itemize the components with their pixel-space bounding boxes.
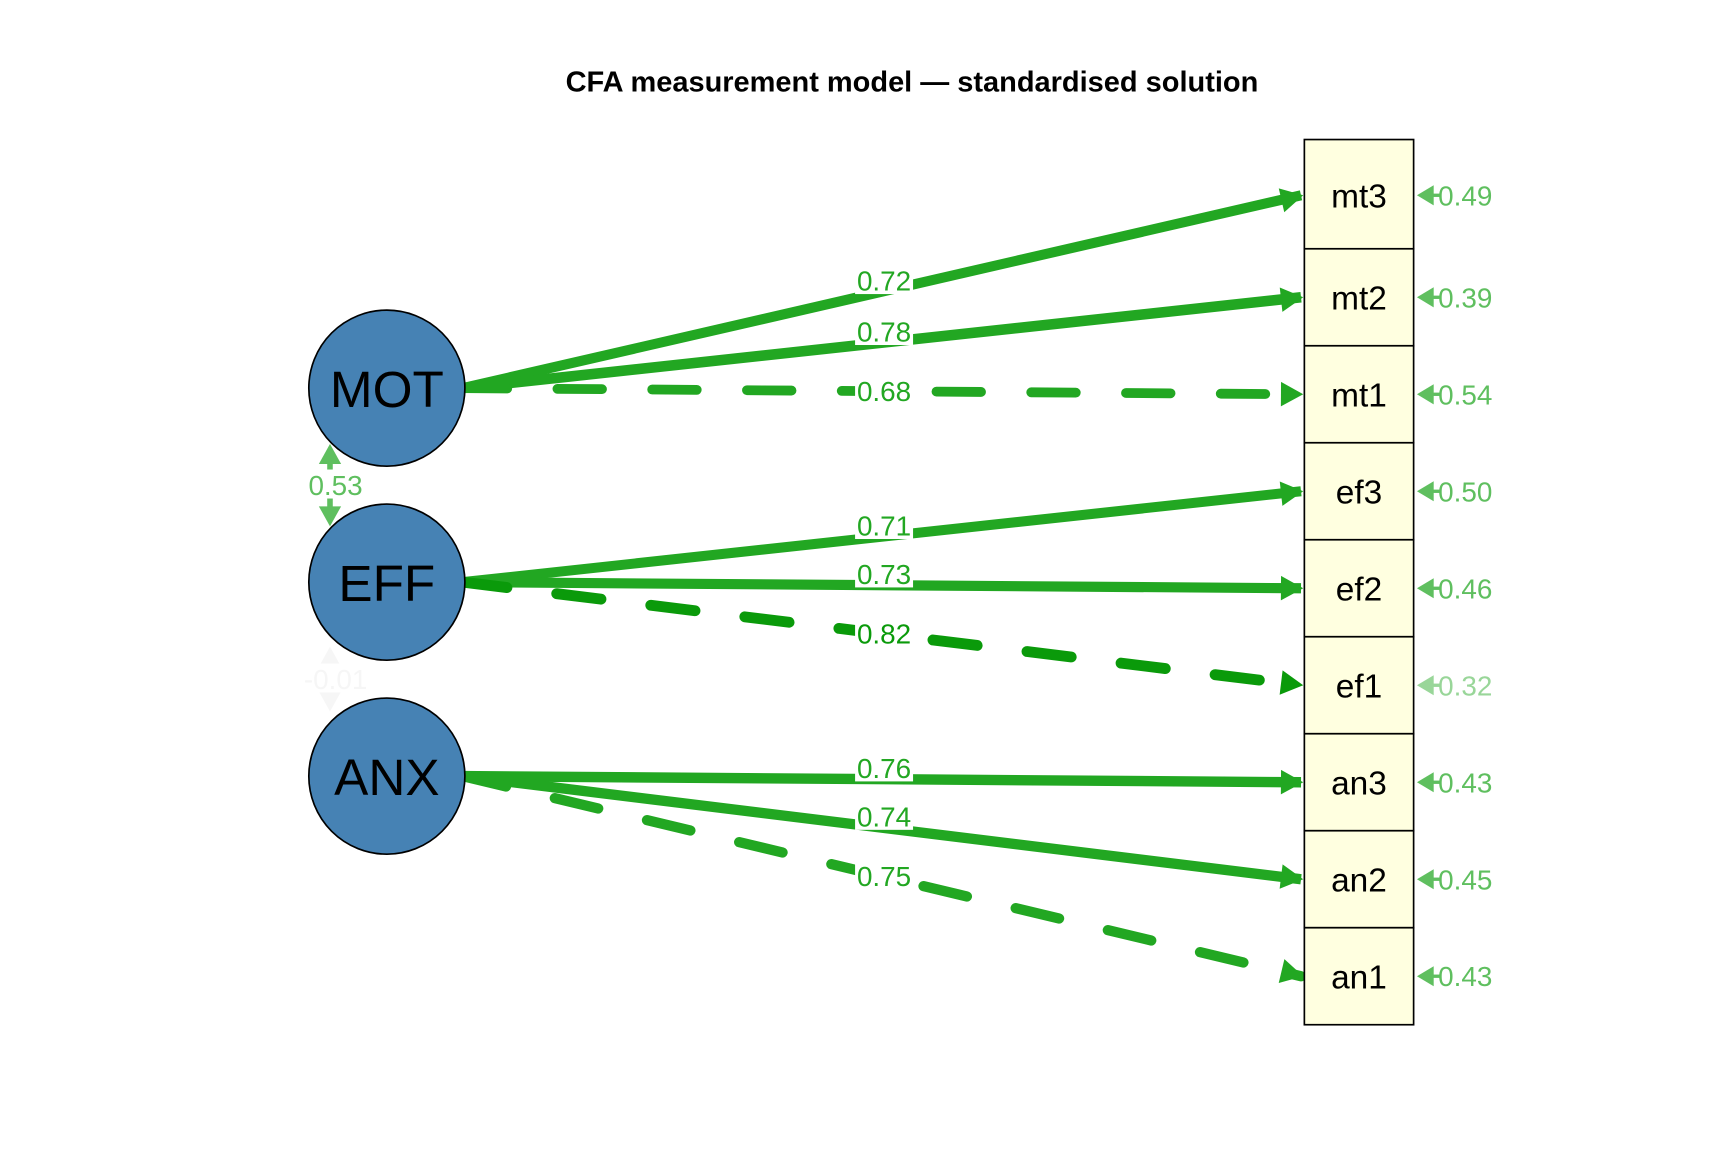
- indicator-box-ef2: [1303, 538, 1415, 638]
- loading-label: 0.78: [857, 317, 911, 348]
- covariance-label-bg: [305, 663, 366, 693]
- residual-label: 0.54: [1438, 379, 1492, 410]
- loading-label: 0.74: [857, 801, 911, 832]
- indicator-label: mt3: [1331, 179, 1387, 216]
- arrowhead-icon: [1278, 959, 1304, 983]
- indicator-box-ef1: [1303, 635, 1415, 735]
- diagram-title: CFA measurement model — standardised sol…: [566, 67, 1259, 99]
- residual-label: 0.32: [1438, 670, 1492, 701]
- covariance-label: 0.53: [308, 470, 362, 501]
- arrowhead-up-icon: [318, 646, 342, 667]
- indicator-label: an3: [1331, 766, 1387, 803]
- residual-arrow-icon: [1416, 578, 1434, 599]
- residual-label: 0.43: [1438, 961, 1492, 992]
- arrowhead-down-icon: [318, 506, 342, 527]
- latent-label: ANX: [334, 749, 439, 806]
- residual-label: 0.45: [1438, 864, 1492, 895]
- indicator-box-mt3: [1303, 138, 1415, 250]
- arrowhead-icon: [1279, 864, 1304, 889]
- nodes-layer: mt3 mt2 mt1 ef3 ef2 ef1 an3 an2 an1 MOT EFF ANX: [307, 138, 1415, 1026]
- arrowhead-icon: [1279, 481, 1304, 506]
- indicator-box-an2: [1303, 829, 1415, 929]
- loading-label: 0.68: [857, 376, 911, 407]
- latent-node-EFF: [307, 503, 466, 662]
- residual-arrow-icon: [1416, 966, 1434, 987]
- labels-layer: 0.72 0.49 0.78 0.39 0.68 0.54 0.71 0.50 0.73 0.46…: [304, 180, 1493, 992]
- loading-label-bg: [855, 265, 914, 295]
- indicator-label: mt2: [1331, 281, 1387, 318]
- arrowhead-icon: [1279, 287, 1304, 312]
- residual-arrow-icon: [1416, 185, 1434, 206]
- arrowhead-down-icon: [318, 691, 342, 712]
- loading-label: 0.73: [857, 559, 911, 590]
- residual-label: 0.49: [1438, 180, 1492, 211]
- residual-arrow-icon: [1416, 675, 1434, 696]
- arrowhead-icon: [1280, 769, 1304, 795]
- loading-label: 0.75: [857, 861, 911, 892]
- latent-label: EFF: [338, 555, 435, 612]
- indicator-label: an1: [1331, 959, 1387, 996]
- indicator-label: ef3: [1336, 475, 1382, 512]
- loading-label-bg: [855, 800, 914, 830]
- residual-arrow-icon: [1416, 869, 1434, 890]
- covariance-label: -0.01: [304, 664, 368, 695]
- residual-label: 0.43: [1438, 767, 1492, 798]
- loading-label: 0.72: [857, 266, 911, 297]
- indicator-box-mt2: [1303, 247, 1415, 347]
- loading-label-bg: [855, 618, 914, 648]
- loading-path-an1: [457, 770, 1307, 982]
- loading-label: 0.82: [857, 619, 911, 650]
- indicator-label: ef2: [1336, 572, 1382, 609]
- loading-label-bg: [855, 375, 914, 405]
- residual-arrow-icon: [1416, 384, 1434, 405]
- arrowhead-icon: [1278, 188, 1304, 213]
- arrowhead-icon: [1280, 575, 1304, 601]
- arrowhead-icon: [1279, 670, 1304, 695]
- indicator-label: an2: [1331, 862, 1387, 899]
- residual-arrow-icon: [1416, 481, 1434, 502]
- indicator-box-an3: [1303, 732, 1415, 832]
- loading-label-bg: [855, 316, 914, 346]
- arrowhead-icon: [1280, 381, 1304, 407]
- loading-label-bg: [855, 860, 914, 890]
- latent-label: MOT: [330, 361, 444, 418]
- arrowhead-up-icon: [318, 443, 342, 464]
- loading-label-bg: [855, 510, 914, 539]
- loading-label: 0.71: [857, 511, 911, 542]
- loading-label-bg: [855, 752, 914, 782]
- residual-arrow-icon: [1416, 772, 1434, 793]
- covariance-label-bg: [305, 469, 366, 499]
- indicator-label: ef1: [1336, 669, 1382, 706]
- latent-node-ANX: [307, 697, 466, 855]
- residual-arrow-icon: [1416, 287, 1434, 308]
- indicator-label: mt1: [1331, 378, 1387, 415]
- loading-label: 0.76: [857, 753, 911, 784]
- loading-label-bg: [855, 558, 914, 588]
- residual-label: 0.46: [1438, 573, 1492, 604]
- residual-label: 0.39: [1438, 282, 1492, 313]
- residual-label: 0.50: [1438, 476, 1492, 507]
- latent-node-MOT: [307, 309, 466, 468]
- indicator-box-an1: [1303, 926, 1415, 1026]
- indicator-box-mt1: [1303, 344, 1415, 444]
